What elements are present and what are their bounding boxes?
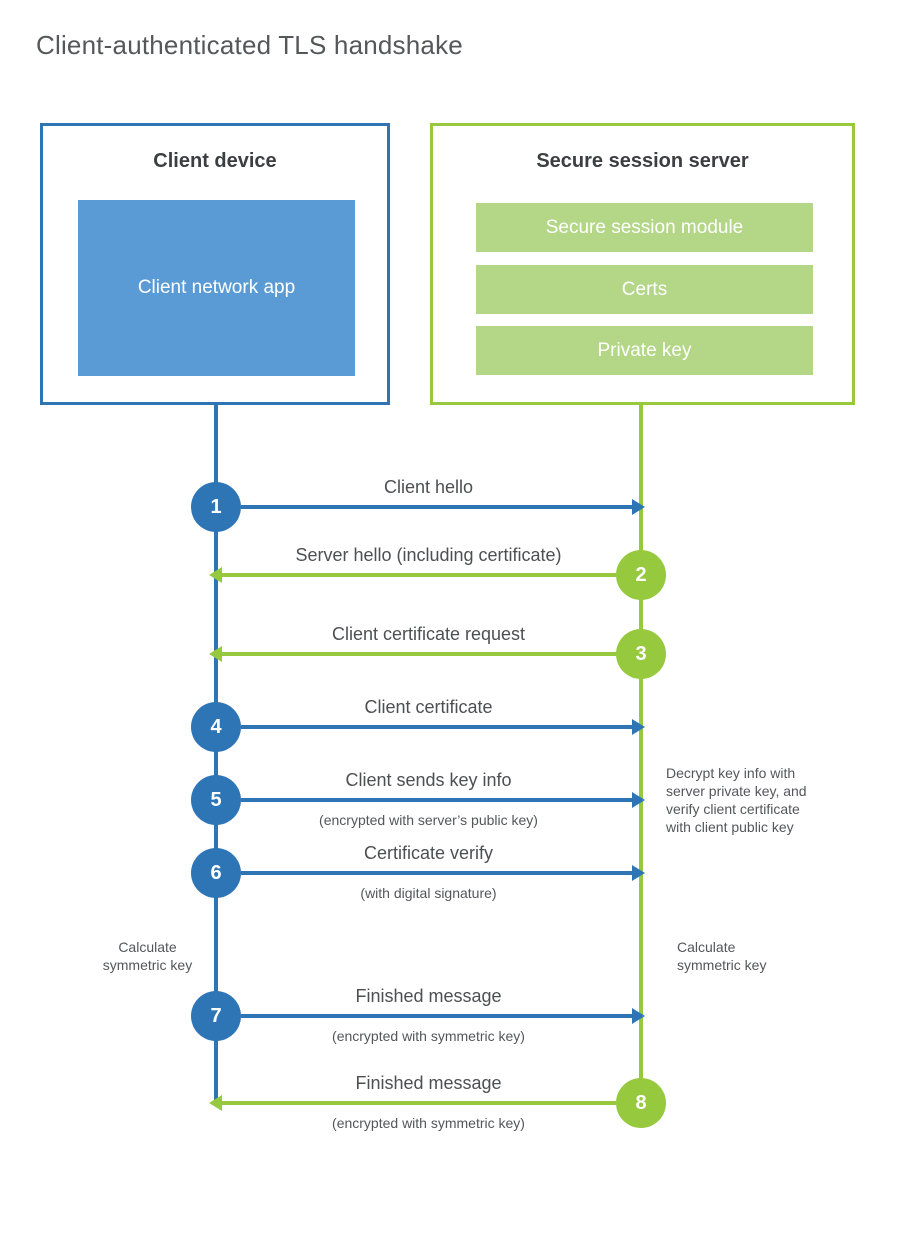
step-number: 4	[210, 715, 222, 738]
secure-session-module-label: Secure session module	[545, 216, 744, 238]
arrowhead-icon	[209, 646, 222, 662]
arrow-right-icon	[241, 499, 645, 515]
secure-session-server-box: Secure session server Secure session mod…	[430, 123, 855, 405]
step-circle-7: 7	[191, 991, 241, 1041]
message-label: Client hello	[383, 477, 474, 497]
arrowhead-icon	[632, 1008, 645, 1024]
message-row-5: Client sends key info (encrypted with se…	[216, 770, 645, 840]
step-circle-4: 4	[191, 702, 241, 752]
step-circle-6: 6	[191, 848, 241, 898]
step-number: 8	[635, 1091, 647, 1114]
message-label: Server hello (including certificate)	[295, 545, 562, 565]
step-circle-1: 1	[191, 482, 241, 532]
arrow-left-icon	[209, 1095, 616, 1111]
arrow-left-icon	[209, 646, 616, 662]
message-label: Client sends key info	[345, 770, 512, 790]
secure-session-server-title: Secure session server	[536, 150, 749, 172]
message-label: Finished message	[355, 986, 502, 1006]
client-device-box: Client device Client network app	[40, 123, 390, 405]
message-sublabel: (encrypted with symmetric key)	[332, 1028, 525, 1044]
arrowhead-icon	[209, 567, 222, 583]
client-network-app-label: Client network app	[137, 277, 296, 299]
arrowhead-icon	[632, 719, 645, 735]
message-label: Client certificate request	[331, 624, 526, 644]
message-row-6: Certificate verify (with digital signatu…	[216, 843, 645, 913]
note-calculate-symmetric-key-client: Calculate symmetric key	[102, 939, 193, 973]
server-bar-certs: Certs	[476, 265, 813, 314]
arrowhead-icon	[209, 1095, 222, 1111]
page-title: Client-authenticated TLS handshake	[36, 30, 463, 60]
step-number: 5	[210, 788, 222, 811]
client-device-title: Client device	[153, 150, 277, 172]
message-row-8: Finished message (encrypted with symmetr…	[209, 1073, 641, 1143]
step-number: 1	[210, 495, 222, 518]
step-circle-5: 5	[191, 775, 241, 825]
message-row-7: Finished message (encrypted with symmetr…	[216, 986, 645, 1056]
note-calculate-symmetric-key-server: Calculate symmetric key	[677, 939, 767, 973]
message-label: Client certificate	[364, 697, 493, 717]
arrow-right-icon	[241, 792, 645, 808]
arrow-right-icon	[241, 719, 645, 735]
note-decrypt-key-info: Decrypt key info with server private key…	[666, 765, 807, 835]
arrow-right-icon	[241, 1008, 645, 1024]
message-sublabel: (encrypted with server’s public key)	[319, 812, 538, 828]
arrowhead-icon	[632, 792, 645, 808]
message-label: Certificate verify	[363, 843, 494, 863]
arrow-left-icon	[209, 567, 616, 583]
step-circle-3: 3	[616, 629, 666, 679]
message-row-2: Server hello (including certificate)	[209, 545, 641, 615]
message-row-3: Client certificate request	[209, 624, 641, 694]
private-key-label: Private key	[597, 339, 692, 361]
arrow-right-icon	[241, 865, 645, 881]
step-number: 6	[210, 861, 222, 884]
step-number: 7	[210, 1004, 222, 1027]
server-bar-secure-session-module: Secure session module	[476, 203, 813, 252]
server-lifeline	[639, 405, 643, 1105]
server-bar-private-key: Private key	[476, 326, 813, 375]
arrowhead-icon	[632, 865, 645, 881]
message-sublabel: (encrypted with symmetric key)	[332, 1115, 525, 1131]
step-number: 2	[635, 563, 647, 586]
arrowhead-icon	[632, 499, 645, 515]
message-sublabel: (with digital signature)	[360, 885, 497, 901]
step-circle-8: 8	[616, 1078, 666, 1128]
step-circle-2: 2	[616, 550, 666, 600]
certs-label: Certs	[621, 278, 668, 300]
step-number: 3	[635, 642, 647, 665]
client-network-app-box: Client network app	[78, 200, 355, 376]
message-label: Finished message	[355, 1073, 502, 1093]
message-row-1: Client hello	[216, 477, 645, 547]
message-row-4: Client certificate	[216, 697, 645, 767]
client-lifeline	[214, 405, 218, 1105]
